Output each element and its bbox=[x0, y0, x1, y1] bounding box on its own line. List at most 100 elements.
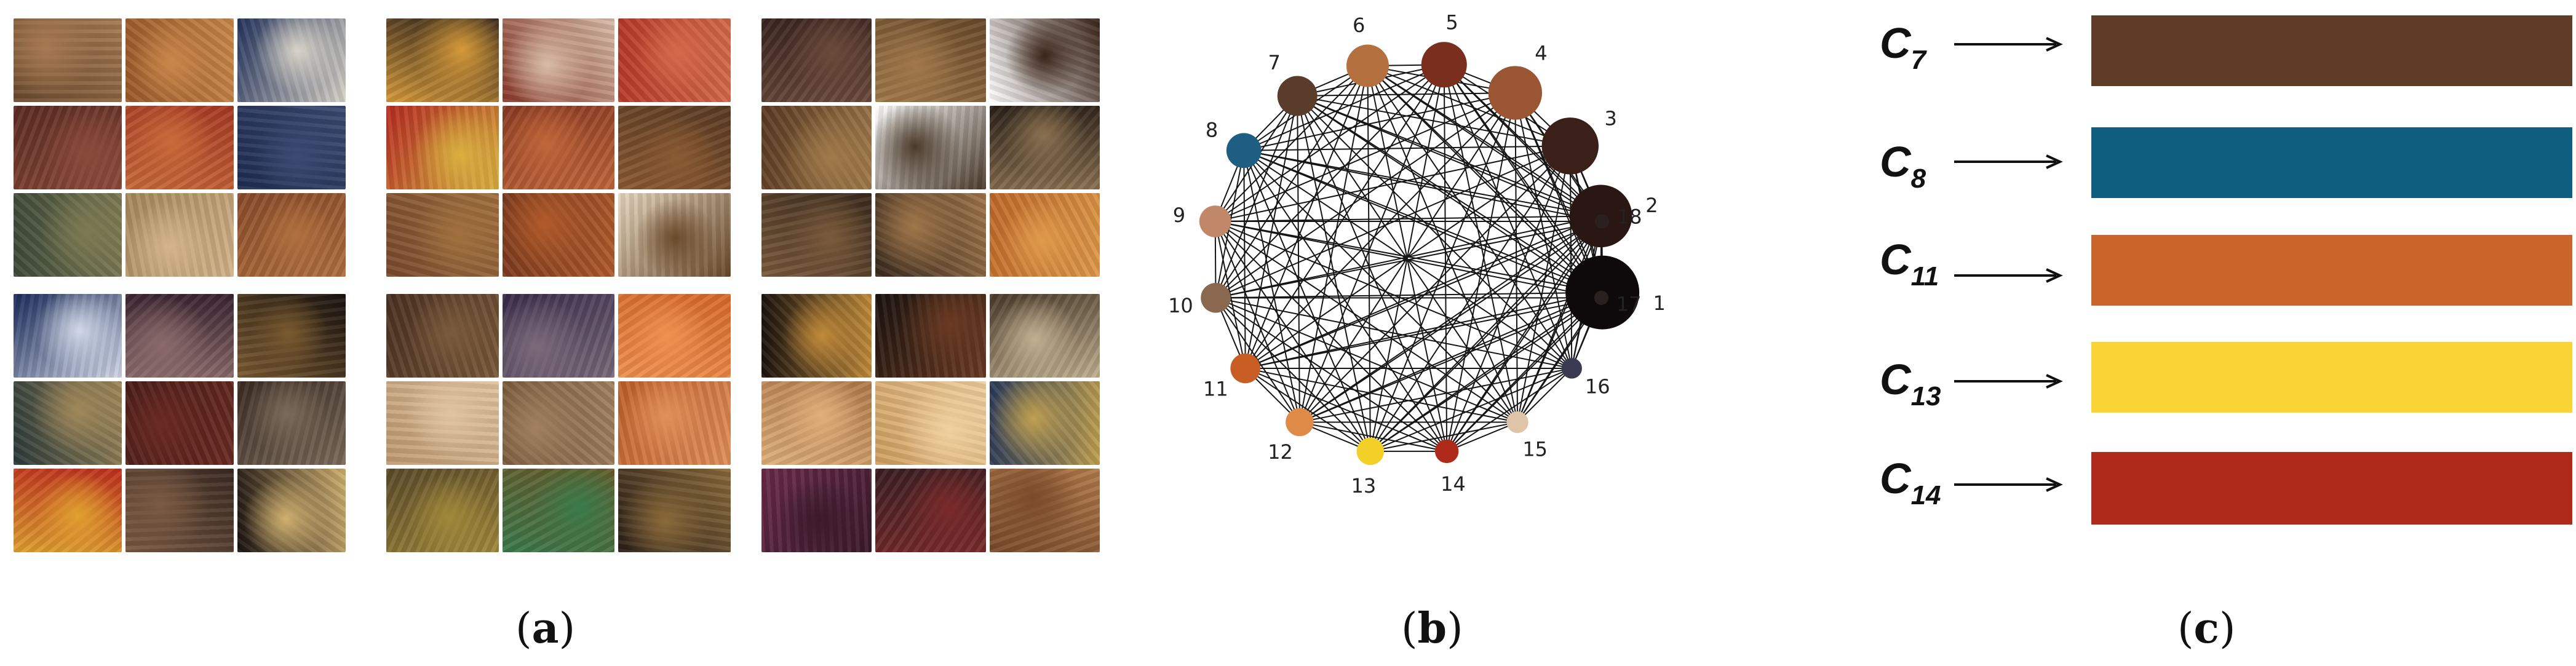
panel-a-image-grid: bootssilk fragment lozenge textile fragmen… bbox=[0, 0, 1119, 566]
network-node bbox=[1277, 76, 1318, 116]
textile-image-tile: orange silk bbox=[618, 294, 731, 378]
network-node bbox=[1594, 290, 1609, 305]
network-edges bbox=[1214, 64, 1604, 452]
network-node-label: 14 bbox=[1441, 472, 1466, 496]
network-node bbox=[1199, 205, 1231, 237]
network-node-label: 3 bbox=[1604, 107, 1616, 130]
network-edge bbox=[1444, 64, 1603, 222]
textile-image-tile: vessel bbox=[875, 193, 986, 277]
network-edge bbox=[1446, 145, 1571, 452]
tile-caption: lozenge textile bbox=[237, 18, 238, 19]
network-edge bbox=[1370, 215, 1602, 452]
textile-image-tile: dark brocade bbox=[761, 18, 872, 102]
network-node bbox=[1541, 117, 1599, 175]
tile-caption: crane silk bbox=[125, 294, 126, 295]
network-node bbox=[1286, 408, 1314, 437]
textile-image-tile: silk fragment bbox=[125, 18, 234, 102]
textile-image-tile: figure brocade bbox=[875, 18, 986, 102]
network-node-label: 13 bbox=[1351, 474, 1377, 498]
textile-image-tile: dark pattern bbox=[618, 469, 731, 552]
textile-image-tile: indigo silk bbox=[502, 294, 615, 378]
network-node-label: 10 bbox=[1168, 294, 1193, 317]
textile-image-tile: gold fragment bbox=[761, 381, 872, 465]
textile-image-tile: pale silk bbox=[386, 381, 499, 465]
tile-caption: bag bbox=[386, 294, 387, 295]
network-edge bbox=[1245, 221, 1602, 369]
network-node-label: 9 bbox=[1173, 204, 1185, 227]
network-node bbox=[1434, 439, 1459, 464]
textile-image-tile: boots bbox=[14, 18, 122, 102]
caption-b-label: b bbox=[1417, 604, 1447, 653]
network-edge bbox=[1244, 145, 1570, 151]
tile-caption: vessel bbox=[875, 193, 876, 194]
textile-image-tile: faded silk bbox=[386, 193, 499, 277]
textile-image-tile: green dragon bbox=[502, 469, 615, 552]
textile-image-tile: cloud silk bbox=[989, 381, 1100, 465]
panel-c-color-swatches: C7 C8 C11 C13 C14 bbox=[1833, 0, 2576, 566]
textile-image-tile: pattern bbox=[502, 193, 615, 277]
image-grid-block: bagindigo silkorange silkpale silkbrown … bbox=[386, 294, 731, 552]
textile-image-tile: banner bbox=[14, 193, 122, 277]
textile-image-tile: red fragment bbox=[618, 18, 731, 102]
textile-image-tile: long panel bbox=[14, 381, 122, 465]
network-edge bbox=[1443, 64, 1602, 298]
textile-image-tile: rust silk bbox=[618, 381, 731, 465]
network-edge bbox=[1446, 215, 1602, 452]
textile-image-tile: striped brocade bbox=[502, 18, 615, 102]
network-edge bbox=[1298, 64, 1445, 422]
network-edge bbox=[1514, 93, 1519, 422]
network-edge bbox=[1243, 149, 1602, 299]
arrow-icon bbox=[1954, 37, 2063, 52]
network-edge bbox=[1215, 297, 1518, 423]
swatch-label-c14: C14 bbox=[1880, 454, 1941, 510]
network-node-label: 15 bbox=[1522, 438, 1548, 461]
caption-a: (a) bbox=[515, 604, 576, 653]
image-grid-block: bootssilk fragment lozenge textile fragmen… bbox=[14, 18, 346, 277]
tile-caption: silk fragment bbox=[125, 18, 126, 19]
arrow-icon bbox=[1954, 154, 2063, 169]
textile-image-tile: roundel textile bbox=[125, 106, 234, 189]
network-edge bbox=[1215, 297, 1371, 452]
network-node bbox=[1506, 411, 1529, 434]
network-edge bbox=[1367, 65, 1571, 147]
network-node-label: 17 bbox=[1616, 293, 1642, 316]
textile-image-tile: green brocade bbox=[386, 469, 499, 552]
network-edge bbox=[1243, 150, 1371, 452]
textile-image-tile: red brocade bbox=[502, 106, 615, 189]
textile-image-tile: purse bbox=[618, 193, 731, 277]
arrow-icon bbox=[1954, 477, 2063, 492]
network-edge bbox=[1517, 221, 1603, 422]
textile-image-tile: fragment bbox=[14, 106, 122, 189]
network-node-label: 1 bbox=[1653, 291, 1666, 315]
image-grid-block: blue bowlcrane silkslipperslong paneldar… bbox=[14, 294, 346, 552]
network-edge bbox=[1367, 65, 1573, 369]
textile-image-tile: fragment bbox=[989, 469, 1100, 552]
tile-caption: dark brocade bbox=[761, 18, 762, 19]
textile-image-tile: round fragment bbox=[761, 106, 872, 189]
network-edge bbox=[1569, 146, 1573, 368]
network-node-label: 2 bbox=[1645, 194, 1658, 217]
textile-image-tile: checker brocade bbox=[386, 18, 499, 102]
network-edge bbox=[1297, 92, 1516, 97]
network-node bbox=[1230, 353, 1261, 384]
network-edge bbox=[1299, 367, 1572, 423]
tile-caption: robe belt bbox=[237, 381, 238, 382]
network-edge bbox=[1215, 221, 1602, 299]
network-edge bbox=[1297, 95, 1300, 422]
textile-image-tile: figure painting bbox=[125, 193, 234, 277]
network-node bbox=[1488, 66, 1543, 120]
textile-image-tile: red panel bbox=[14, 469, 122, 552]
textile-image-tile: robe bbox=[875, 294, 986, 378]
network-node bbox=[1356, 437, 1385, 466]
network-edge bbox=[1446, 368, 1572, 452]
network-edge bbox=[1370, 421, 1518, 452]
network-edge bbox=[1517, 146, 1571, 422]
network-edge bbox=[1299, 291, 1603, 423]
network-edge bbox=[1367, 65, 1602, 299]
swatch-label-c13: C13 bbox=[1880, 355, 1941, 411]
swatch-c14 bbox=[2091, 452, 2572, 525]
swatch-c11 bbox=[2091, 235, 2572, 306]
textile-image-tile: dark fragment bbox=[237, 106, 346, 189]
network-edge bbox=[1244, 92, 1516, 369]
